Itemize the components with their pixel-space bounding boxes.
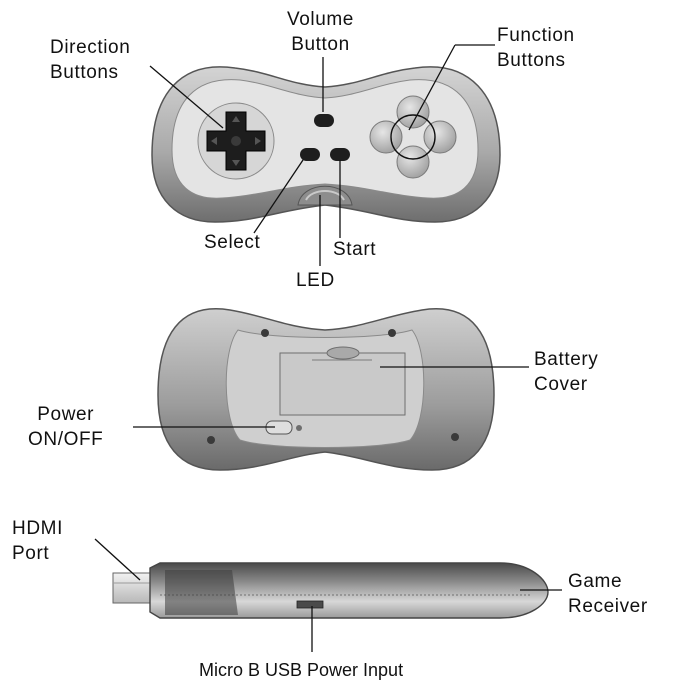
led-notch [297,185,353,206]
volume-button-label: Volume Button [287,7,354,57]
power-switch-label-line1: Power [37,404,95,425]
direction-buttons-label-line2: Buttons [50,62,119,83]
select-label: Select [204,232,261,253]
start-label: Start [333,239,377,260]
game-receiver [112,562,549,619]
front-leader-lines [149,44,495,266]
screw [207,436,215,444]
game-receiver-label-line2: Receiver [568,596,648,617]
back-leader-lines [133,366,529,428]
screw [451,433,459,441]
battery-cover [279,352,406,416]
usb-port [296,600,324,609]
power-switch-label-line2: ON/OFF [28,429,104,450]
battery-cover-label: Battery Cover [534,347,598,397]
function-buttons [369,95,457,179]
volume-button [314,114,334,127]
game-receiver-label-line1: Game [568,571,623,592]
hdmi-port-label-line1: HDMI [12,518,63,539]
hdmi-port-label-line2: Port [12,543,50,564]
receiver-leader-lines [94,538,562,652]
select-button [300,148,320,161]
controller-back [157,308,495,471]
function-buttons-label-line2: Buttons [497,50,566,71]
controller-front [151,66,501,223]
receiver-body [149,562,549,619]
direction-pad [197,102,275,180]
battery-cover-label-line2: Cover [534,374,588,395]
start-button [330,148,350,161]
hdmi-port-label: HDMI Port [12,516,63,566]
led-label: LED [296,270,335,291]
game-receiver-label: Game Receiver [568,569,648,619]
direction-buttons-label: Direction Buttons [50,35,130,85]
direction-buttons-label-line1: Direction [50,37,131,58]
volume-button-label-line2: Button [291,34,350,55]
function-buttons-label-line1: Function [497,25,575,46]
usb-input-label: Micro B USB Power Input [199,660,404,680]
screw [261,329,269,337]
battery-cover-label-line1: Battery [534,349,599,370]
power-switch-label: Power ON/OFF [28,402,103,452]
volume-button-label-line1: Volume [287,9,354,30]
screw [388,329,396,337]
function-buttons-label: Function Buttons [497,23,575,73]
